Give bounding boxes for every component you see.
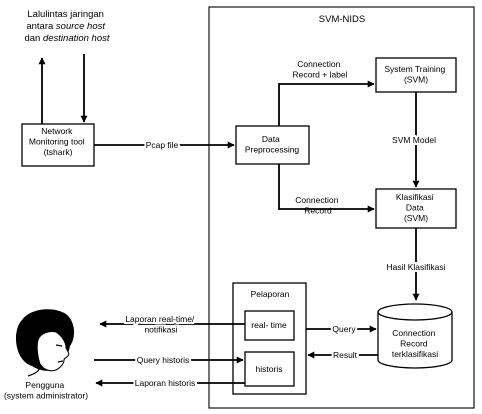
laporan-realtime-label: Laporan real-time/ notifikasi	[125, 314, 196, 335]
result-label: Result	[333, 350, 358, 360]
user-label: Pengguna (system administrator)	[4, 380, 88, 401]
connection-record-label: Connection Record	[295, 195, 340, 216]
connection-record-label-label: Connection Record + label	[292, 59, 347, 80]
user-label-line-1: Pengguna	[25, 380, 64, 390]
user-label-line-2: (system administrator)	[4, 391, 88, 401]
realtime-box	[244, 310, 295, 341]
klasifikasi-data-label: Klasifikasi Data (SVM)	[396, 192, 436, 223]
user-figure-icon	[16, 309, 75, 377]
traffic-line-2-prefix: antara	[26, 21, 56, 32]
traffic-line-1: Lalulintas jaringan	[27, 9, 104, 20]
svm-model-label: SVM Model	[392, 135, 436, 145]
pcap-file-label: Pcap file	[146, 140, 179, 150]
connection-record-database: Connection Record terklasifikasi	[377, 303, 453, 369]
traffic-line-3-italic: destination host	[43, 33, 110, 44]
historis-box	[244, 351, 295, 387]
database-label: Connection Record terklasifikasi	[392, 328, 438, 359]
traffic-line-2-italic: source host	[56, 21, 105, 32]
data-preprocessing-box	[235, 125, 310, 165]
traffic-line-3-prefix: dan	[24, 33, 43, 44]
network-monitoring-tool-label: Network Monitoring tool (tshark)	[29, 126, 87, 157]
hasil-klasifikasi-label: Hasil Klasifikasi	[386, 262, 445, 272]
arrow-to-klasifikasi	[278, 164, 375, 213]
system-training-label: System Training (SVM)	[384, 64, 447, 85]
query-historis-label: Query historis	[137, 355, 189, 365]
network-monitoring-tool-box	[21, 123, 95, 167]
system-title: SVM-NIDS	[319, 14, 365, 25]
query-label: Query	[332, 324, 356, 334]
laporan-historis-label: Laporan historis	[135, 378, 195, 388]
data-preprocessing-label: Data Preprocessing	[245, 134, 300, 155]
historis-label: historis	[256, 364, 283, 374]
arrow-to-training	[278, 80, 375, 126]
realtime-label: real- time	[251, 320, 287, 330]
traffic-label: Lalulintas jaringan antara source host d…	[24, 9, 109, 44]
pelaporan-label: Pelaporan	[251, 289, 290, 299]
